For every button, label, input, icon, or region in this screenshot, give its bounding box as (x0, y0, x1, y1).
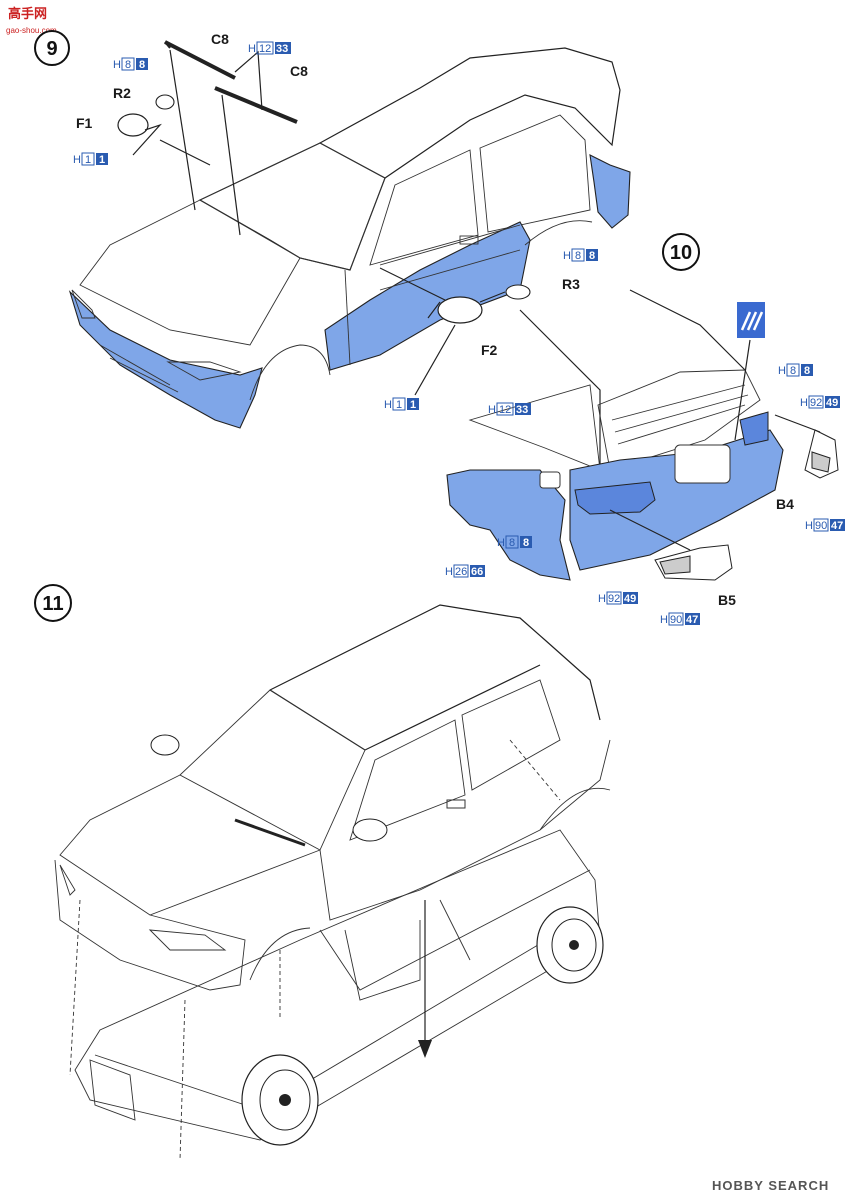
paint-code-h90-b: H 90 47 (660, 612, 700, 626)
paint-code-h8-d: H 8 8 (497, 535, 532, 549)
svg-text:8: 8 (790, 365, 796, 377)
step-11-badge: 11 (34, 584, 72, 622)
svg-text:8: 8 (523, 537, 529, 549)
svg-text:90: 90 (670, 614, 682, 626)
svg-text:12: 12 (259, 43, 271, 55)
paint-code-h8-a: H 8 8 (113, 57, 148, 71)
tail-light-b5 (654, 544, 733, 581)
paint-code-h26: H 26 66 (445, 564, 485, 578)
wiper-c8-lower (214, 86, 298, 124)
step-10-rear-body (446, 289, 784, 581)
svg-text:47: 47 (686, 614, 698, 626)
svg-text:8: 8 (589, 250, 595, 262)
svg-text:12: 12 (499, 404, 511, 416)
mirror-f2-part (427, 284, 531, 324)
label-r2: R2 (113, 85, 131, 101)
tail-light-b4 (804, 429, 839, 479)
svg-text:H: H (778, 365, 786, 377)
svg-text:33: 33 (276, 43, 288, 55)
paint-code-h92-b: H 92 49 (598, 591, 638, 605)
label-r3: R3 (562, 276, 580, 292)
svg-text:H: H (800, 397, 808, 409)
paint-code-h8-c: H 8 8 (778, 363, 813, 377)
emblem-decal (737, 302, 765, 338)
watermark-text: 高手网 (8, 6, 47, 21)
svg-text:H: H (384, 399, 392, 411)
step-11-chassis (69, 739, 604, 1161)
svg-text:H: H (805, 520, 813, 532)
step-10-badge: 10 (662, 233, 700, 271)
svg-text:H: H (563, 250, 571, 262)
svg-text:90: 90 (815, 520, 827, 532)
paint-code-h1-a: H 1 1 (73, 152, 108, 166)
svg-text:49: 49 (826, 397, 838, 409)
svg-text:1: 1 (85, 154, 91, 166)
label-c8-lower: C8 (290, 63, 308, 79)
svg-text:92: 92 (810, 397, 822, 409)
svg-text:H: H (73, 154, 81, 166)
step-10-number: 10 (670, 242, 692, 264)
svg-text:8: 8 (509, 537, 515, 549)
svg-text:66: 66 (471, 566, 483, 578)
step-11-number: 11 (42, 593, 63, 615)
svg-text:49: 49 (624, 593, 636, 605)
footer-brand: HOBBY SEARCH (712, 1178, 829, 1193)
svg-text:H: H (248, 43, 256, 55)
step-9-car-body (68, 47, 631, 429)
paint-code-h12-a: H 12 33 (248, 41, 291, 55)
paint-code-h1-b: H 1 1 (384, 397, 419, 411)
svg-text:H: H (488, 404, 496, 416)
paint-code-h12-b: H 12 33 (488, 402, 531, 416)
svg-text:1: 1 (410, 399, 416, 411)
paint-code-h92-a: H 92 49 (800, 395, 840, 409)
svg-text:33: 33 (516, 404, 528, 416)
label-b5: B5 (718, 592, 736, 608)
svg-text:26: 26 (455, 566, 467, 578)
svg-text:8: 8 (139, 59, 145, 71)
mirror-f1-part (117, 94, 175, 156)
svg-text:H: H (660, 614, 668, 626)
label-b4: B4 (776, 496, 794, 512)
svg-text:8: 8 (575, 250, 581, 262)
svg-text:H: H (598, 593, 606, 605)
svg-text:1: 1 (99, 154, 105, 166)
watermark-url: gao-shou.com (6, 26, 57, 35)
paint-code-h90-a: H 90 47 (805, 518, 845, 532)
wiper-c8-upper (164, 40, 236, 80)
paint-code-h8-b: H 8 8 (563, 248, 598, 262)
label-f1: F1 (76, 115, 93, 131)
svg-text:H: H (497, 537, 505, 549)
svg-text:8: 8 (125, 59, 131, 71)
watermark-logo: 高手网 gao-shou.com (6, 6, 57, 35)
svg-text:8: 8 (804, 365, 810, 377)
svg-text:47: 47 (831, 520, 843, 532)
svg-text:1: 1 (396, 399, 402, 411)
svg-text:H: H (445, 566, 453, 578)
step-11-car-body (54, 604, 611, 991)
step-9-badge: 9 (34, 30, 70, 66)
svg-text:H: H (113, 59, 121, 71)
svg-text:92: 92 (608, 593, 620, 605)
label-f2: F2 (481, 342, 498, 358)
step-9-number: 9 (46, 38, 57, 60)
label-c8-upper: C8 (211, 31, 229, 47)
